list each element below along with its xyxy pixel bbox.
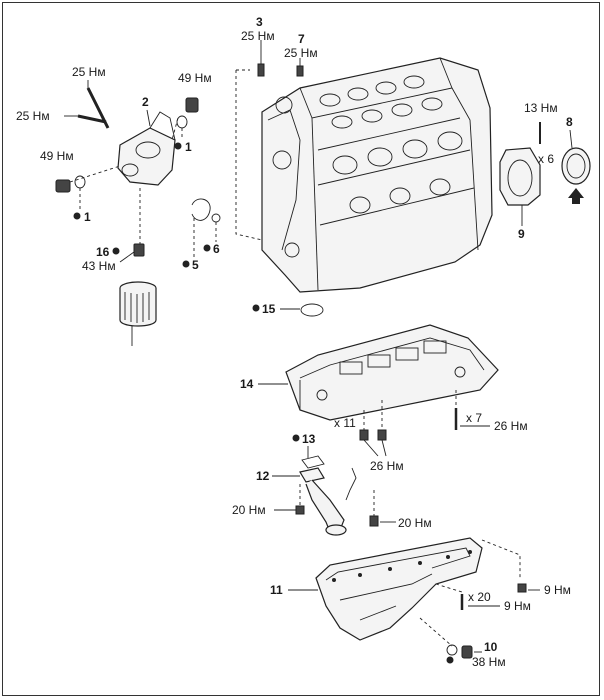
- strainer-bolt-left-torque: 20 Нм: [232, 503, 266, 517]
- strainer-gasket: [301, 455, 325, 469]
- part-12-number: 12: [256, 469, 270, 483]
- lower-oil-pan: [315, 537, 483, 641]
- part-1-number-upper: 1: [185, 140, 192, 154]
- strainer-bolt-right-torque: 20 Нм: [398, 516, 432, 530]
- part-10-torque: 38 Нм: [472, 655, 506, 669]
- part-16-torque: 43 Нм: [82, 259, 116, 273]
- part-14-number: 14: [240, 377, 254, 391]
- oil-strainer: [299, 467, 357, 536]
- part-1-number-lower: 1: [84, 210, 91, 224]
- o-ring-large: [191, 198, 211, 221]
- upper-pan-bolt-count-11: x 11: [334, 416, 356, 430]
- part-7-number: 7: [298, 32, 305, 46]
- part-3-number: 3: [256, 15, 263, 29]
- part-16-number: 16: [96, 245, 110, 259]
- lower-pan-bolt-count-20: x 20: [468, 590, 491, 604]
- part-7-torque: 25 Нм: [284, 46, 318, 60]
- part-2-number: 2: [142, 95, 149, 109]
- oil-filter-bracket: [117, 111, 176, 186]
- install-direction-arrow: [568, 188, 584, 204]
- part-9-bolt-count: x 6: [538, 152, 554, 166]
- strainer-bolt-left: [295, 505, 305, 515]
- part-15-number: 15: [262, 302, 276, 316]
- union-bolt-upper: [176, 97, 199, 129]
- lower-pan-nut-torque: 9 Нм: [544, 583, 571, 597]
- upper-pan-bolt-x11: [359, 429, 387, 441]
- o-ring-small: [211, 213, 221, 223]
- part-8-number: 8: [566, 115, 573, 129]
- strainer-bolt-right: [369, 515, 379, 527]
- part-13-number: 13: [302, 432, 316, 446]
- upper-pan-bolt-torque-7: 26 Нм: [494, 419, 528, 433]
- part-9-number: 9: [518, 227, 525, 241]
- bracket-bolt-torque-top: 25 Нм: [72, 65, 106, 79]
- oil-filter: [119, 281, 157, 327]
- rear-seal-retainer: [499, 147, 541, 206]
- part-11-number: 11: [270, 583, 283, 597]
- rear-oil-seal: [561, 147, 591, 185]
- union-bolt-upper-torque: 49 Нм: [178, 71, 212, 85]
- gasket-ring: [300, 303, 324, 317]
- head-bolt-3: [257, 40, 265, 77]
- union-bolt-lower-torque: 49 Нм: [40, 149, 74, 163]
- union-bolt-lower: [55, 175, 86, 193]
- part-5-number: 5: [192, 258, 199, 272]
- lower-pan-bolt-torque-20: 9 Нм: [504, 599, 531, 613]
- drain-plug: [461, 645, 473, 659]
- oil-filter-union: [133, 243, 145, 257]
- bracket-short-bolt: [77, 114, 107, 124]
- part-6-number: 6: [213, 242, 220, 256]
- lower-pan-nut: [517, 583, 527, 593]
- part-10-number: 10: [484, 640, 498, 654]
- part-3-torque: 25 Нм: [241, 29, 275, 43]
- bracket-bolt-torque-left: 25 Нм: [16, 109, 50, 123]
- upper-oil-pan: [285, 324, 499, 421]
- engine-block: [261, 57, 493, 293]
- head-bolt-7: [296, 58, 304, 77]
- drain-plug-washer: [446, 644, 458, 656]
- part-9-bolt-torque: 13 Нм: [524, 101, 558, 115]
- upper-pan-bolt-count-7: x 7: [466, 411, 482, 425]
- upper-pan-bolt-torque-11: 26 Нм: [370, 459, 404, 473]
